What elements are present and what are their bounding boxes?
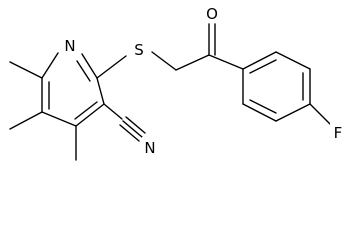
- bond-ph-b-c: [275, 51, 311, 70]
- bond-nitrile-3: [125, 116, 146, 134]
- bond-nitrile-2: [122, 120, 143, 138]
- bond-n1-c2: [81, 53, 98, 79]
- bond-ch2-co: [175, 54, 210, 71]
- bond-layer: [9, 23, 331, 161]
- bond-ph-a-b-inner: [249, 59, 277, 74]
- atom-nitrogen-ring: N: [62, 35, 78, 55]
- bond-c4-c5: [41, 111, 77, 127]
- atom-label-layer: N S O N F: [62, 3, 346, 157]
- bond-c3-cnitrile: [103, 103, 123, 120]
- molecule-structure: N S O N F: [9, 3, 346, 161]
- bond-c5-methyl: [9, 111, 43, 130]
- bond-ph-e-f: [242, 103, 277, 122]
- bond-c3-c4: [75, 103, 105, 127]
- atom-label-s: S: [134, 41, 144, 59]
- bond-c2-c3: [96, 77, 105, 105]
- atom-label-n-nitrile: N: [144, 139, 155, 157]
- bond-ph-e-f-inner: [249, 99, 277, 114]
- bond-ph-d-f: [309, 103, 331, 125]
- atom-fluorine: F: [330, 122, 346, 142]
- bond-c6-methyl: [9, 61, 43, 79]
- bond-n1-c6: [41, 52, 59, 79]
- bond-co-aryl: [208, 54, 244, 70]
- atom-oxygen: O: [204, 3, 220, 23]
- atom-label-n-ring: N: [64, 37, 75, 55]
- atom-label-o: O: [206, 5, 218, 23]
- bond-s-ch2: [151, 51, 177, 71]
- atom-nitrile-nitrogen: N: [142, 137, 158, 157]
- bond-ph-a-b: [242, 51, 277, 70]
- bond-n1-c2-inner: [76, 60, 91, 82]
- bond-nitrile-1: [119, 124, 140, 142]
- bond-c3-c4-inner: [74, 101, 98, 120]
- bond-c2-s: [96, 55, 127, 79]
- atom-sulfur: S: [131, 39, 147, 59]
- bond-ph-d-e: [275, 103, 311, 122]
- atom-label-f: F: [334, 124, 343, 142]
